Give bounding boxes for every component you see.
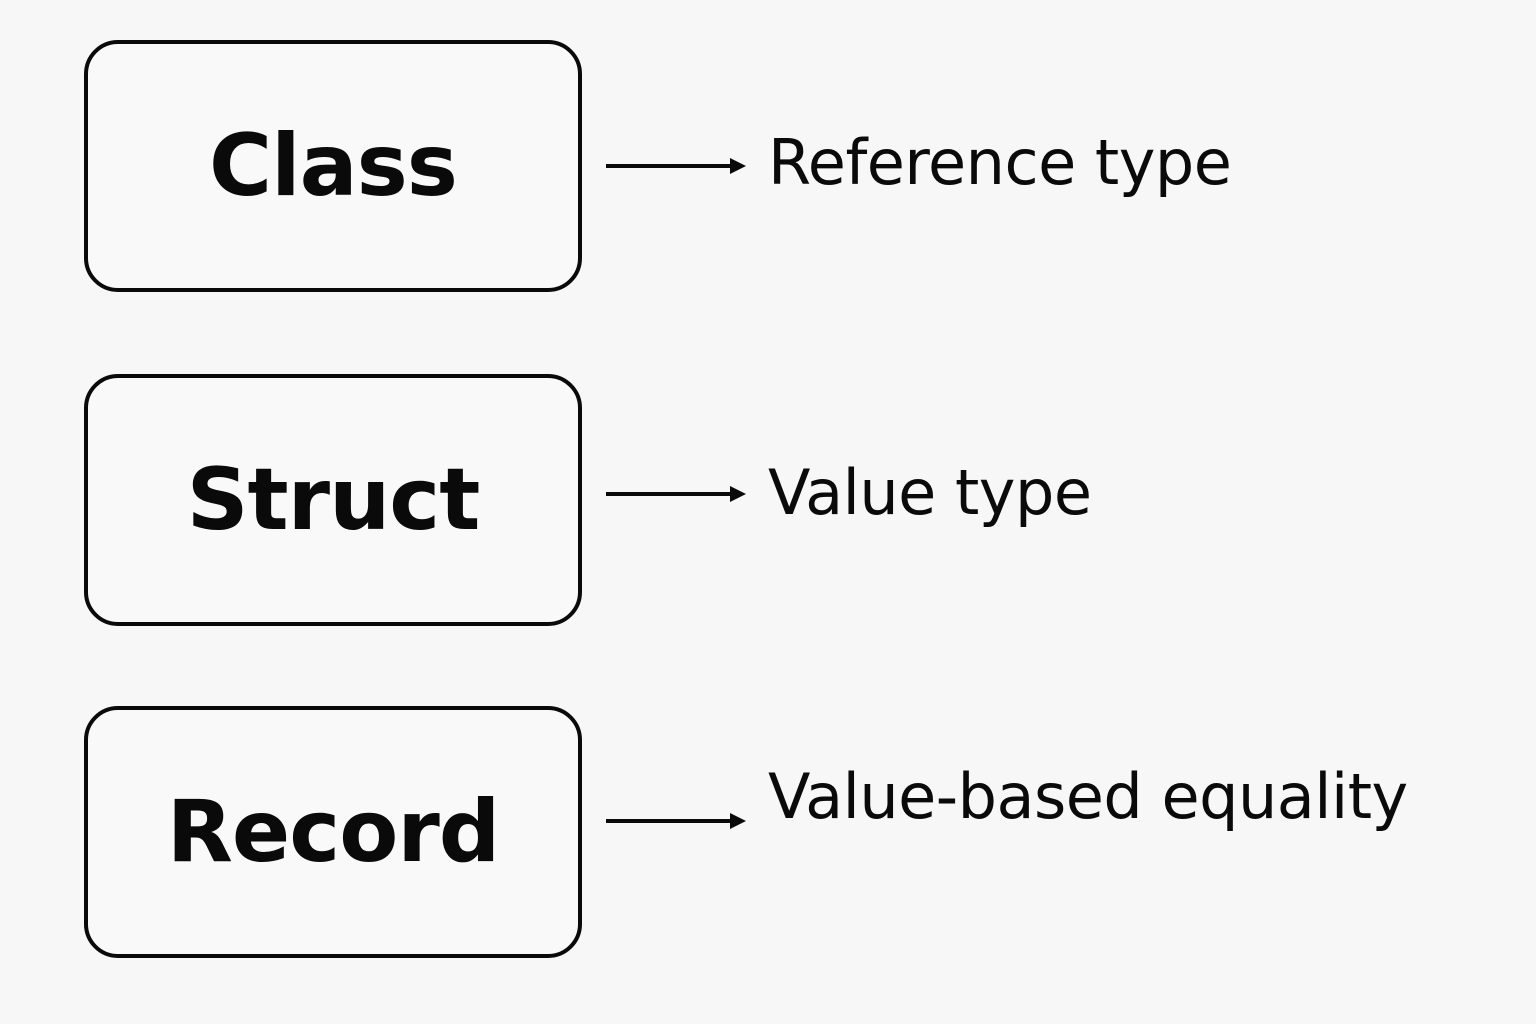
class-label: Class	[208, 116, 458, 216]
arrow-right-icon	[606, 486, 746, 502]
struct-row: Struct Value type	[0, 374, 1536, 626]
struct-description: Value type	[768, 456, 1092, 529]
struct-box: Struct	[84, 374, 582, 626]
arrow-right-icon	[606, 813, 746, 829]
struct-label: Struct	[186, 450, 481, 550]
class-row: Class Reference type	[0, 40, 1536, 292]
record-label: Record	[166, 782, 501, 882]
record-box: Record	[84, 706, 582, 958]
arrow-right-icon	[606, 158, 746, 174]
class-box: Class	[84, 40, 582, 292]
record-row: Record Value-based equality	[0, 706, 1536, 958]
record-description: Value-based equality	[768, 760, 1408, 833]
class-description: Reference type	[768, 126, 1232, 199]
